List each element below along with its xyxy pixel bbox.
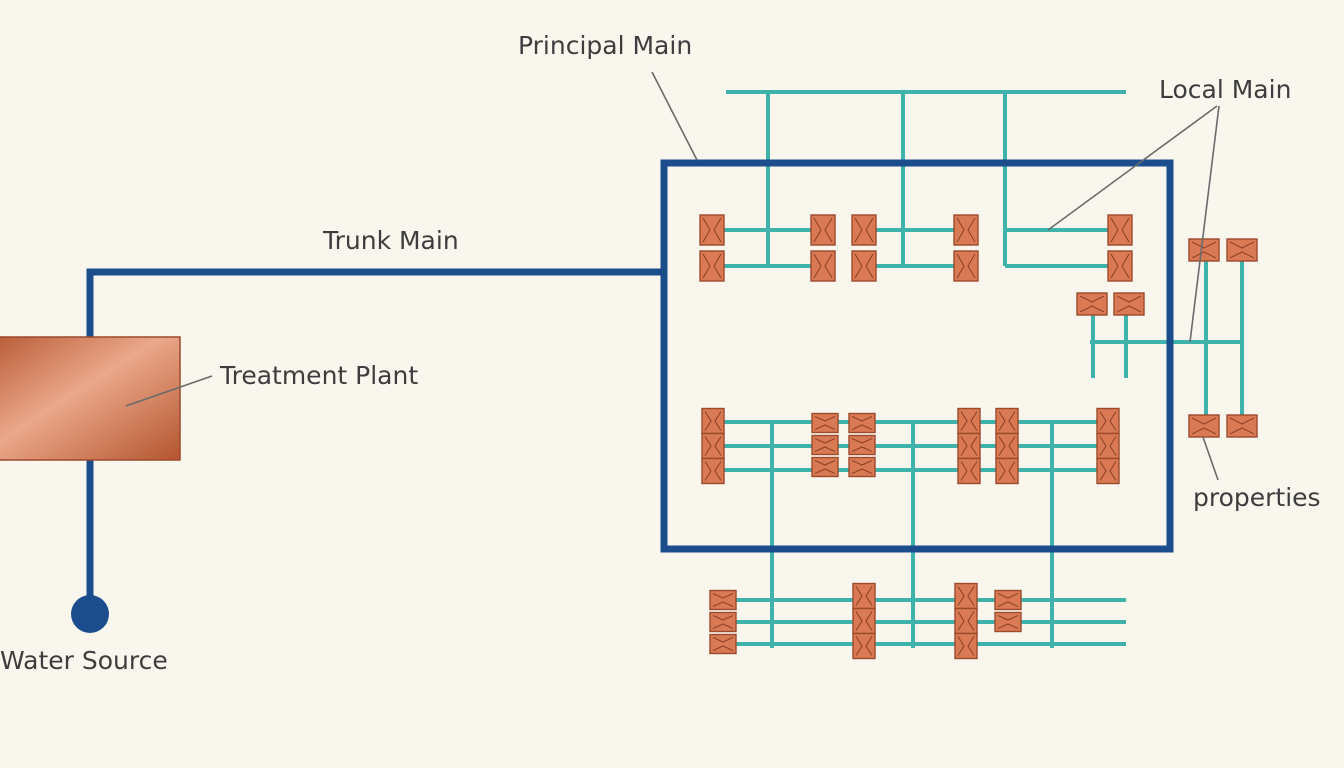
- property-box: [811, 412, 839, 434]
- property-box: [957, 432, 981, 460]
- property-box: [701, 407, 725, 435]
- trunk-main-label: Trunk Main: [322, 226, 459, 255]
- property-box: [811, 456, 839, 478]
- property-box: [701, 432, 725, 460]
- property-box: [851, 250, 877, 282]
- property-box: [1113, 292, 1145, 316]
- property-group: [699, 214, 1258, 660]
- property-box: [1096, 457, 1120, 485]
- water-source-marker: [71, 595, 109, 633]
- property-box: [953, 214, 979, 246]
- property-box: [994, 611, 1022, 633]
- property-box: [848, 456, 876, 478]
- property-box: [1226, 238, 1258, 262]
- trunk-and-principal-main: [71, 159, 1174, 633]
- property-box: [1188, 238, 1220, 262]
- property-box: [1107, 214, 1133, 246]
- property-box: [848, 434, 876, 456]
- property-box: [1188, 414, 1220, 438]
- property-box: [995, 407, 1019, 435]
- property-box: [709, 589, 737, 611]
- property-box: [953, 250, 979, 282]
- property-box: [957, 407, 981, 435]
- property-box: [810, 250, 836, 282]
- property-box: [709, 611, 737, 633]
- property-box: [954, 632, 978, 660]
- treatment-plant-box: [0, 336, 181, 461]
- property-box: [852, 632, 876, 660]
- property-box: [1107, 250, 1133, 282]
- treatment-plant-label: Treatment Plant: [219, 361, 418, 390]
- property-box: [848, 412, 876, 434]
- property-box: [852, 607, 876, 635]
- properties-label: properties: [1193, 483, 1321, 512]
- property-box: [995, 457, 1019, 485]
- property-box: [957, 457, 981, 485]
- local-mains: [724, 90, 1244, 648]
- local-main-label: Local Main: [1159, 75, 1291, 104]
- property-box: [810, 214, 836, 246]
- property-box: [709, 633, 737, 655]
- property-box: [851, 214, 877, 246]
- property-box: [699, 250, 725, 282]
- property-box: [1226, 414, 1258, 438]
- principal-main-label: Principal Main: [518, 31, 692, 60]
- water-source-label: Water Source: [0, 646, 168, 675]
- property-box: [1096, 432, 1120, 460]
- property-box: [995, 432, 1019, 460]
- property-box: [701, 457, 725, 485]
- property-box: [954, 582, 978, 610]
- property-box: [954, 607, 978, 635]
- leader-lines: [125, 71, 1220, 481]
- property-box: [811, 434, 839, 456]
- property-box: [699, 214, 725, 246]
- property-box: [852, 582, 876, 610]
- property-box: [1076, 292, 1108, 316]
- property-box: [994, 589, 1022, 611]
- property-box: [1096, 407, 1120, 435]
